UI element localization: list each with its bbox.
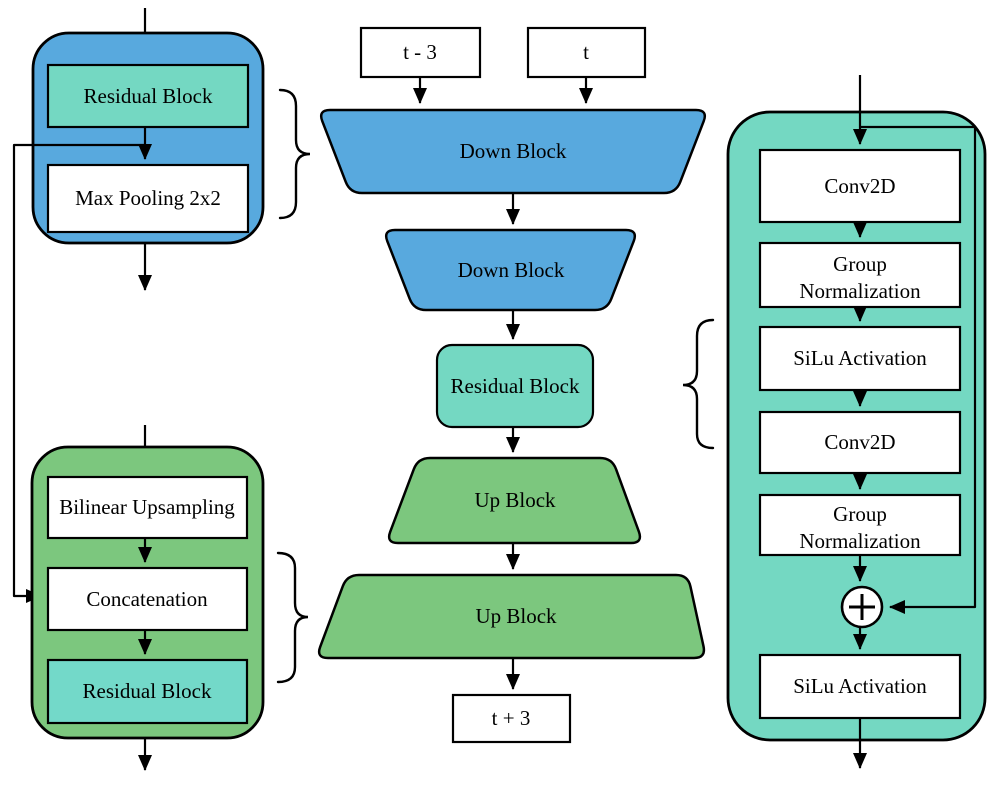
residual-block-detail-panel: Conv2D Group Normalization SiLu Activati… xyxy=(726,75,987,769)
residual-detail-conv2-label: Conv2D xyxy=(824,430,895,454)
residual-detail-gn1-label-line1: Group xyxy=(833,252,887,276)
up-block-detail-panel: Bilinear Upsampling Concatenation Residu… xyxy=(30,425,265,771)
up-detail-residual-block xyxy=(46,658,249,725)
up-block-2-label: Up Block xyxy=(475,604,557,628)
residual-detail-conv1-block xyxy=(758,148,962,224)
residual-detail-silu1-label: SiLu Activation xyxy=(793,346,927,370)
sum-junction circle-plus-icon xyxy=(840,585,884,629)
input-box-t xyxy=(526,26,647,79)
bottleneck-residual-block xyxy=(435,343,595,429)
residual-detail-gn2-label-line1: Group xyxy=(833,502,887,526)
output-t-plus-3-label: t + 3 xyxy=(492,706,531,730)
down-detail-maxpool-block xyxy=(46,163,250,234)
skip-connection-line xyxy=(12,143,145,603)
up-detail-residual-label: Residual Block xyxy=(83,679,212,703)
up-block-1 xyxy=(387,456,642,545)
bottleneck-residual-label: Residual Block xyxy=(451,374,580,398)
down-block-2 xyxy=(384,228,637,312)
down-block-detail-panel: Residual Block Max Pooling 2x2 xyxy=(12,8,265,603)
main-pipeline: t - 3 t Down Block Down Block Residual B… xyxy=(317,26,707,744)
residual-detail-gn1-label-line2: Normalization xyxy=(799,279,921,303)
up-detail-bilinear-block xyxy=(46,475,249,540)
input-t-label: t xyxy=(583,40,589,64)
residual-detail-conv1-label: Conv2D xyxy=(824,174,895,198)
up-block-2 xyxy=(317,573,706,660)
up-detail-concat-label: Concatenation xyxy=(86,587,208,611)
up-detail-concat-block xyxy=(46,566,249,632)
residual-detail-gn1-block xyxy=(758,241,962,309)
down-detail-residual-block xyxy=(46,63,250,129)
down-detail-brace xyxy=(278,88,311,220)
up-detail-bilinear-label: Bilinear Upsampling xyxy=(59,495,235,519)
down-block-1-label: Down Block xyxy=(460,139,567,163)
residual-detail-gn2-block xyxy=(758,493,962,557)
residual-skip-connection-line xyxy=(860,125,977,614)
down-block-2-label: Down Block xyxy=(458,258,565,282)
residual-detail-silu2-label: SiLu Activation xyxy=(793,674,927,698)
output-box-t-plus-3 xyxy=(451,693,572,744)
down-block-1 xyxy=(319,108,707,195)
down-detail-residual-label: Residual Block xyxy=(84,84,213,108)
residual-detail-silu1-block xyxy=(758,325,962,392)
residual-detail-brace xyxy=(682,318,715,450)
up-block-1-label: Up Block xyxy=(474,488,556,512)
input-t-minus-3-label: t - 3 xyxy=(403,40,437,64)
residual-detail-silu2-block xyxy=(758,653,962,720)
down-detail-maxpool-label: Max Pooling 2x2 xyxy=(75,186,221,210)
residual-detail-gn2-label-line2: Normalization xyxy=(799,529,921,553)
up-detail-brace xyxy=(276,551,309,684)
